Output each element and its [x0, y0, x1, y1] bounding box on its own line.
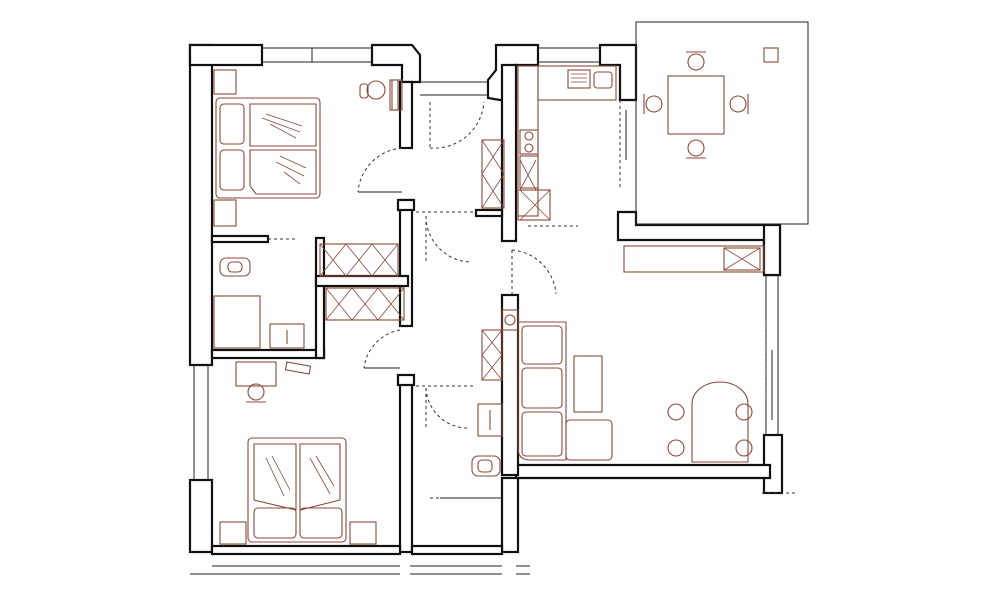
doors: [357, 101, 578, 499]
desk: [235, 361, 277, 387]
walls: [188, 43, 795, 575]
chair-icon: [359, 79, 399, 111]
nightstand: [213, 69, 237, 95]
bathroom-2: [471, 403, 503, 477]
vent: [763, 47, 779, 63]
kitchen: [517, 65, 627, 221]
terrace: [623, 21, 809, 273]
living-room: [501, 309, 773, 463]
coffee-table: [573, 355, 603, 413]
bedroom-1: [213, 69, 403, 227]
bed-icon: [247, 437, 347, 543]
sink-icon: [593, 71, 613, 89]
sofa-icon: [517, 321, 613, 461]
nightstand: [219, 521, 247, 545]
dining-table-icon: [643, 51, 749, 159]
bed-icon: [215, 97, 321, 199]
washing-machine-icon: [501, 309, 519, 331]
toilet-icon: [219, 257, 251, 277]
dining-table-icon: [667, 381, 753, 463]
wardrobe-icon: [319, 139, 505, 381]
bedroom-2: [219, 361, 377, 545]
desk: [391, 79, 403, 111]
bathroom-1: [213, 257, 305, 349]
chair-icon: [246, 383, 266, 403]
sink-icon: [477, 403, 503, 437]
shower-tray: [213, 295, 261, 349]
nightstand: [349, 521, 377, 545]
nightstand: [213, 199, 237, 227]
sink-icon: [269, 323, 305, 349]
toilet-icon: [471, 455, 501, 477]
stove-icon: [567, 69, 591, 89]
